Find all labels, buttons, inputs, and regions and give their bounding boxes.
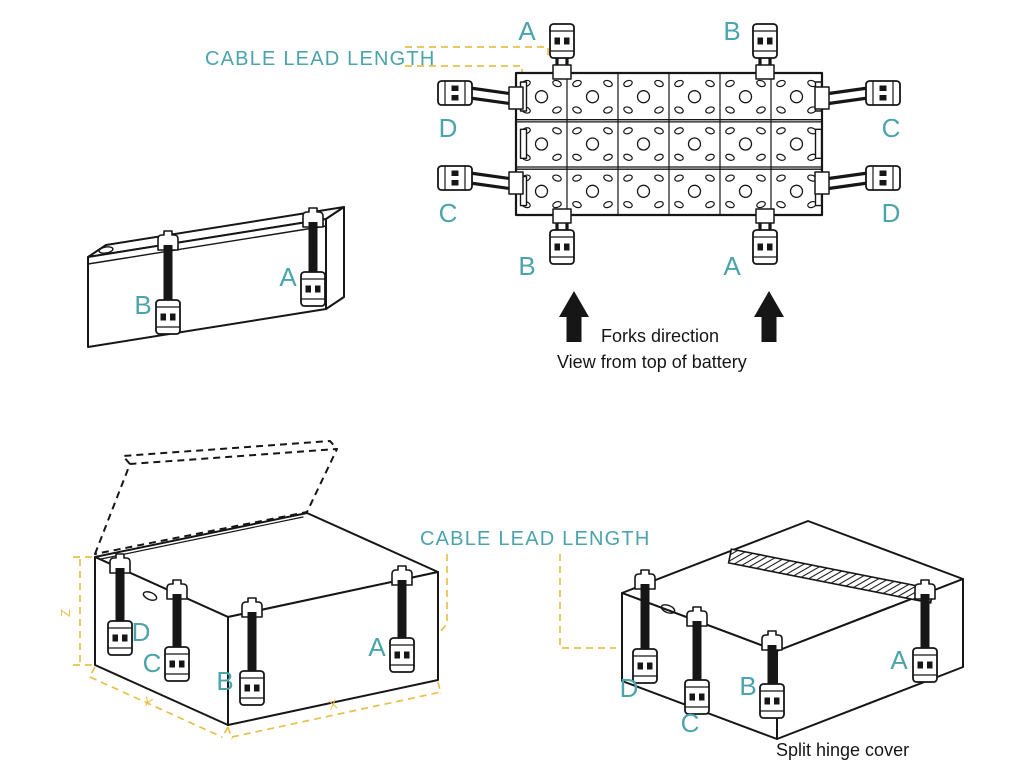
cable-lead-right-lower: [814, 165, 901, 195]
cable-lead-d: [107, 553, 133, 656]
connector-plug-icon: [865, 165, 901, 191]
cable-lead-b: [155, 230, 181, 335]
up-arrow-icon: [754, 291, 784, 342]
dimension-z: Z: [58, 556, 95, 666]
connector-plug-icon: [239, 670, 265, 706]
dim-label-z: Z: [58, 609, 73, 617]
terminal-label-left-lower: C: [439, 198, 458, 228]
cable-lead-d: [632, 569, 658, 684]
split-cover-box: [621, 520, 964, 740]
connector-plug-icon: [549, 229, 575, 265]
open-lid-box: [94, 440, 439, 726]
terminal-label-top-left: A: [518, 16, 536, 46]
split-hinge-caption: Split hinge cover: [776, 740, 909, 760]
cable-lead-a: [300, 207, 326, 307]
open-lid-label-b: B: [216, 666, 233, 696]
view-from-top-caption: View from top of battery: [557, 352, 747, 372]
connector-plug-icon: [549, 23, 575, 59]
cable-lead-b: [759, 630, 785, 719]
open-lid-outline: [94, 440, 338, 555]
connector-plug-icon: [437, 165, 473, 191]
cable-lead-length-bottom-label: CABLE LEAD LENGTH: [420, 528, 650, 550]
cable-lead-a: [912, 579, 938, 683]
terminal-label-bottom-left: B: [518, 251, 535, 281]
split-box-label-a: A: [890, 645, 908, 675]
cable-lead-right-upper: [814, 80, 901, 110]
cable-lead-c: [684, 606, 710, 715]
cable-lead-bottom-right: [752, 208, 778, 265]
terminal-label-top-right: B: [723, 16, 740, 46]
split-box-label-d: D: [620, 673, 639, 703]
cable-lead-c: [164, 579, 190, 682]
small-battery-label-a: A: [279, 262, 297, 292]
connector-plug-icon: [865, 80, 901, 106]
terminal-label-right-lower: D: [882, 198, 901, 228]
split-box-label-c: C: [681, 708, 700, 738]
connector-plug-icon: [759, 683, 785, 719]
connector-plug-icon: [752, 229, 778, 265]
terminal-label-left-upper: D: [439, 113, 458, 143]
split-box-label-b: B: [739, 671, 756, 701]
cable-lead-left-lower: [437, 165, 524, 195]
cable-lead-length-top-label: CABLE LEAD LENGTH: [205, 48, 435, 70]
connector-plug-icon: [752, 23, 778, 59]
open-lid-label-c: C: [143, 648, 162, 678]
open-lid-label-d: D: [132, 617, 151, 647]
cable-lead-length-bottom-leaders: [425, 554, 616, 649]
connector-plug-icon: [437, 80, 473, 106]
connector-plug-icon: [389, 637, 415, 673]
small-battery-label-b: B: [134, 290, 151, 320]
cable-lead-left-upper: [437, 80, 524, 110]
cable-lead-b: [239, 597, 265, 706]
small-battery-isometric: [87, 206, 345, 348]
connector-plug-icon: [107, 620, 133, 656]
terminal-label-bottom-right: A: [723, 251, 741, 281]
connector-plug-icon: [300, 271, 326, 307]
dim-label-x: X: [327, 696, 339, 713]
connector-plug-icon: [912, 647, 938, 683]
forks-direction-caption: Forks direction: [601, 326, 719, 346]
cable-lead-bottom-left: [549, 208, 575, 265]
dim-label-y: Y: [141, 693, 155, 710]
up-arrow-icon: [559, 291, 589, 342]
connector-plug-icon: [155, 299, 181, 335]
cable-lead-top-right: [752, 23, 778, 80]
split-hinge-band: [727, 548, 935, 604]
open-lid-label-a: A: [368, 632, 386, 662]
cable-lead-a: [389, 565, 415, 673]
cable-lead-length-top-leaders: [405, 46, 549, 72]
dimension-x: X: [227, 681, 442, 740]
cable-lead-top-left: [549, 23, 575, 80]
top-view-battery: [437, 23, 901, 265]
terminal-label-right-upper: C: [882, 113, 901, 143]
connector-plug-icon: [164, 646, 190, 682]
